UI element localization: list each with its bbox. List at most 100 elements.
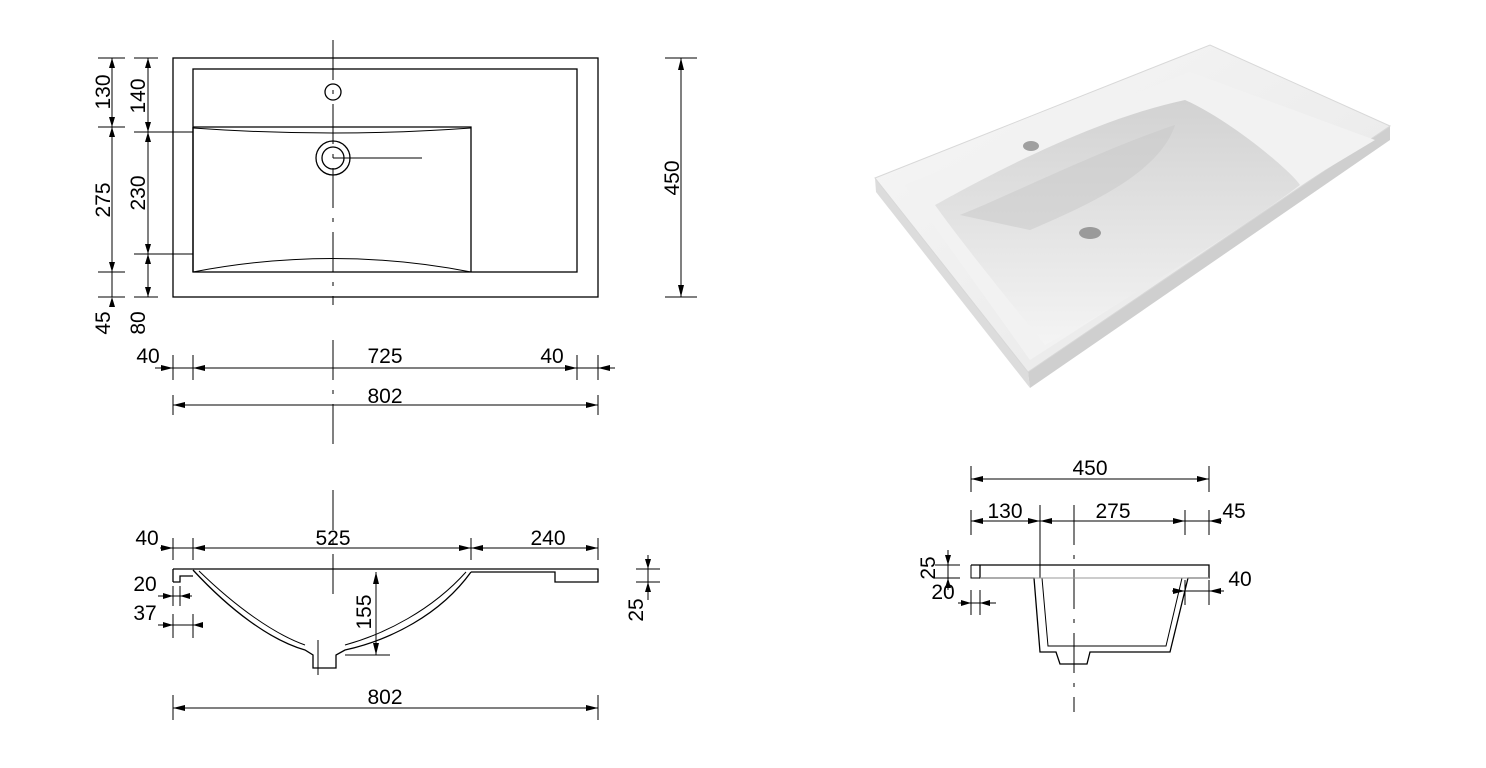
arrowhead-icon <box>945 578 951 588</box>
arrowhead-icon <box>145 122 151 132</box>
front-total-dimension: 802 <box>172 686 599 720</box>
bowl-outer <box>192 569 472 669</box>
ledge-thickness-dimension: 25 <box>625 555 660 622</box>
top-view: 130 275 45 140 230 80 450 40 725 <box>92 40 697 450</box>
arrowhead-icon <box>109 127 115 137</box>
basin-top-curve <box>192 127 472 134</box>
arrowhead-icon <box>1173 518 1185 524</box>
dim-label: 275 <box>92 182 115 217</box>
drawing-line <box>970 590 981 615</box>
left-dimension-inner: 140 230 80 <box>127 57 193 335</box>
dim-label: 25 <box>917 556 940 579</box>
bowl-inner <box>198 570 467 646</box>
front-view: 40 525 240 20 37 155 25 <box>133 490 660 720</box>
arrowhead-icon <box>586 545 598 551</box>
arrowhead-icon <box>193 622 203 628</box>
dim-label: 140 <box>127 78 150 113</box>
ledge-outline <box>173 568 599 583</box>
arrowhead-icon <box>163 593 173 599</box>
dim-label: 25 <box>625 598 648 621</box>
dim-label: 230 <box>127 175 150 210</box>
depth-dimension: 155 <box>345 572 390 656</box>
dim-label: 37 <box>133 602 156 625</box>
arrowhead-icon <box>1173 588 1185 594</box>
dim-label: 40 <box>540 345 563 368</box>
arrowhead-icon <box>109 262 115 272</box>
arrowhead-icon <box>565 365 577 371</box>
arrowhead-icon <box>980 600 990 606</box>
arrowhead-icon <box>645 582 651 592</box>
basin-bottom-curve <box>192 258 472 273</box>
drawing-line <box>98 57 125 298</box>
dim-label: 130 <box>92 74 115 109</box>
side-lip-dimension: 20 <box>931 581 996 615</box>
dim-label: 40 <box>135 527 158 550</box>
drawing-line <box>172 538 599 560</box>
dim-label: 80 <box>127 311 150 334</box>
dim-label: 450 <box>1072 457 1107 480</box>
arrowhead-icon <box>678 285 684 297</box>
side-profile-lip <box>970 565 1041 579</box>
inner-outline <box>192 68 578 273</box>
dim-label: 525 <box>315 527 350 550</box>
arrowhead-icon <box>586 705 598 711</box>
dim-label: 450 <box>661 160 684 195</box>
arrowhead-icon <box>945 555 951 565</box>
arrowhead-icon <box>145 244 151 254</box>
arrowhead-icon <box>971 518 983 524</box>
arrowhead-icon <box>645 559 651 569</box>
arrowhead-icon <box>145 254 151 264</box>
drawing-line <box>172 695 599 720</box>
drawing-line <box>1028 126 1390 388</box>
dim-label: 20 <box>133 573 156 596</box>
side-wall-dimension: 40 <box>1172 568 1252 605</box>
arrowhead-icon <box>598 365 610 371</box>
arrowhead-icon <box>586 402 598 408</box>
drawing-line <box>134 57 193 298</box>
arrowhead-icon <box>678 58 684 70</box>
arrowhead-icon <box>193 545 205 551</box>
drawing-line <box>935 100 1300 345</box>
arrowhead-icon <box>373 572 379 584</box>
arrowhead-icon <box>163 622 173 628</box>
arrowhead-icon <box>109 58 115 68</box>
arrowhead-icon <box>180 593 190 599</box>
arrowhead-icon <box>173 402 185 408</box>
arrowhead-icon <box>1028 518 1040 524</box>
drawing-line <box>172 355 599 380</box>
arrowhead-icon <box>173 705 185 711</box>
arrowhead-icon <box>145 287 151 297</box>
arrowhead-icon <box>193 365 205 371</box>
outer-outline <box>172 57 599 298</box>
dim-label: 240 <box>530 527 565 550</box>
arrowhead-icon <box>1209 588 1221 594</box>
dim-label: 130 <box>987 500 1022 523</box>
drawing-line <box>960 125 1175 230</box>
side-view: 450 130 275 45 25 20 40 <box>917 457 1252 712</box>
arrowhead-icon <box>145 58 151 68</box>
dim-label: 45 <box>1222 500 1245 523</box>
width-dimension: 40 725 40 802 <box>136 345 615 415</box>
left-lip <box>172 569 193 583</box>
dim-label: 40 <box>136 345 159 368</box>
dim-label: 20 <box>931 581 954 604</box>
arrowhead-icon <box>109 117 115 127</box>
front-width-dimension: 40 525 240 <box>135 527 599 560</box>
arrowhead-icon <box>971 476 983 482</box>
arrowhead-icon <box>145 132 151 142</box>
arrowhead-icon <box>961 600 971 606</box>
arrowhead-icon <box>109 297 115 307</box>
arrowhead-icon <box>1197 476 1209 482</box>
arrowhead-icon <box>1040 518 1052 524</box>
arrowhead-icon <box>161 365 173 371</box>
side-depth-dimensions: 130 275 45 <box>970 500 1246 565</box>
side-thickness-dimension: 25 <box>917 550 960 590</box>
dim-label: 802 <box>367 686 402 709</box>
left-dimension-outer: 130 275 45 <box>92 57 125 335</box>
drawing-line <box>172 614 194 638</box>
dim-label: 40 <box>1228 568 1251 591</box>
dim-label: 725 <box>367 345 402 368</box>
arrowhead-icon <box>471 545 483 551</box>
drain-hole-icon <box>1079 227 1101 239</box>
